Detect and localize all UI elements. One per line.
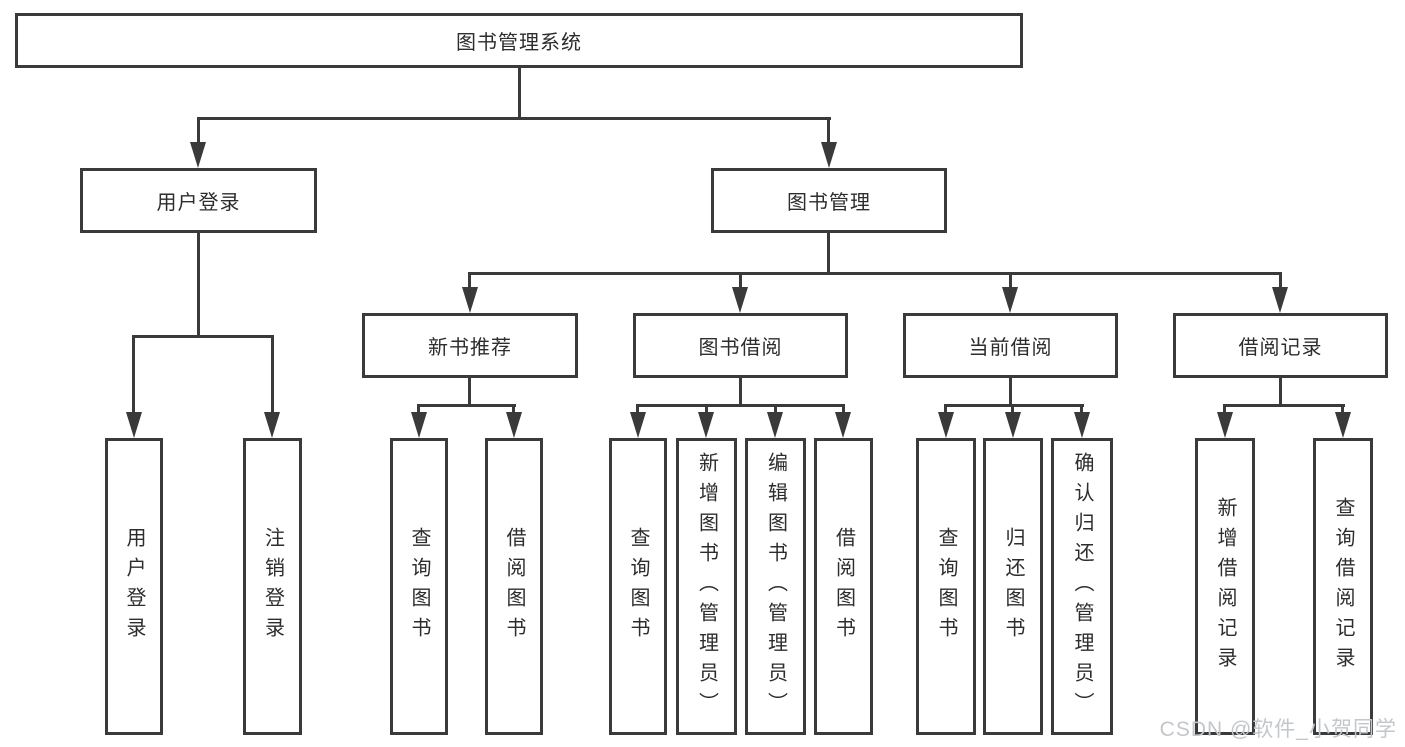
node-borrowing-records: 借阅记录 [1173, 313, 1388, 378]
arrow-down-icon [506, 412, 522, 438]
arrow-down-icon [732, 287, 748, 313]
leaf-query-borrow-record: 查询借阅记录 [1313, 438, 1373, 735]
arrow-down-icon [1005, 412, 1021, 438]
arrow-down-icon [938, 412, 954, 438]
connector-line [1279, 378, 1282, 407]
leaf-borrow-books-recommend: 借阅图书 [485, 438, 543, 735]
connector-line [944, 404, 1084, 407]
connector-line [197, 117, 831, 120]
connector-line [827, 233, 830, 275]
leaf-logout: 注销登录 [243, 438, 302, 735]
arrow-down-icon [821, 142, 837, 168]
arrow-down-icon [1272, 287, 1288, 313]
leaf-query-books-recommend: 查询图书 [390, 438, 448, 735]
node-new-book-recommendation: 新书推荐 [362, 313, 578, 378]
leaf-query-books-borrowing: 查询图书 [609, 438, 667, 735]
connector-line [636, 404, 639, 414]
arrow-down-icon [1074, 412, 1090, 438]
node-current-borrowing: 当前借阅 [903, 313, 1118, 378]
connector-line [774, 404, 777, 414]
connector-line [944, 404, 947, 414]
arrow-down-icon [698, 412, 714, 438]
connector-line [705, 404, 708, 414]
connector-line [518, 67, 521, 120]
connector-line [1080, 404, 1083, 414]
connector-line [1223, 404, 1345, 407]
connector-line [1009, 272, 1012, 288]
connector-line [197, 233, 200, 338]
connector-line [827, 117, 830, 145]
leaf-query-books-current: 查询图书 [916, 438, 976, 735]
connector-line [1341, 404, 1344, 414]
connector-line [197, 117, 200, 145]
node-library-management-system: 图书管理系统 [15, 13, 1023, 68]
arrow-down-icon [1335, 412, 1351, 438]
connector-line [739, 272, 742, 288]
leaf-add-books-admin: 新增图书（管理员） [676, 438, 737, 735]
connector-line [1223, 404, 1226, 414]
leaf-return-books: 归还图书 [983, 438, 1043, 735]
arrow-down-icon [630, 412, 646, 438]
arrow-down-icon [190, 142, 206, 168]
connector-line [468, 272, 1282, 275]
arrow-down-icon [264, 412, 280, 438]
connector-line [636, 404, 845, 407]
node-book-management: 图书管理 [711, 168, 947, 233]
connector-line [417, 404, 420, 414]
connector-line [842, 404, 845, 414]
connector-line [417, 404, 516, 407]
leaf-user-login: 用户登录 [105, 438, 163, 735]
connector-line [132, 335, 135, 414]
leaf-confirm-return-admin: 确认归还（管理员） [1051, 438, 1113, 735]
connector-line [468, 272, 471, 288]
arrow-down-icon [462, 287, 478, 313]
connector-line [512, 404, 515, 414]
connector-line [1009, 378, 1012, 407]
leaf-borrow-books: 借阅图书 [814, 438, 873, 735]
node-user-login: 用户登录 [80, 168, 317, 233]
connector-line [271, 335, 274, 414]
arrow-down-icon [1217, 412, 1233, 438]
leaf-edit-books-admin: 编辑图书（管理员） [745, 438, 806, 735]
leaf-add-borrow-record: 新增借阅记录 [1195, 438, 1255, 735]
arrow-down-icon [767, 412, 783, 438]
connector-line [132, 335, 274, 338]
arrow-down-icon [126, 412, 142, 438]
connector-line [739, 378, 742, 407]
arrow-down-icon [835, 412, 851, 438]
connector-line [468, 378, 471, 407]
arrow-down-icon [411, 412, 427, 438]
node-book-borrowing: 图书借阅 [633, 313, 848, 378]
arrow-down-icon [1002, 287, 1018, 313]
connector-line [1011, 404, 1014, 414]
csdn-watermark: CSDN @软件_小贺同学 [1159, 718, 1397, 741]
connector-line [1279, 272, 1282, 288]
